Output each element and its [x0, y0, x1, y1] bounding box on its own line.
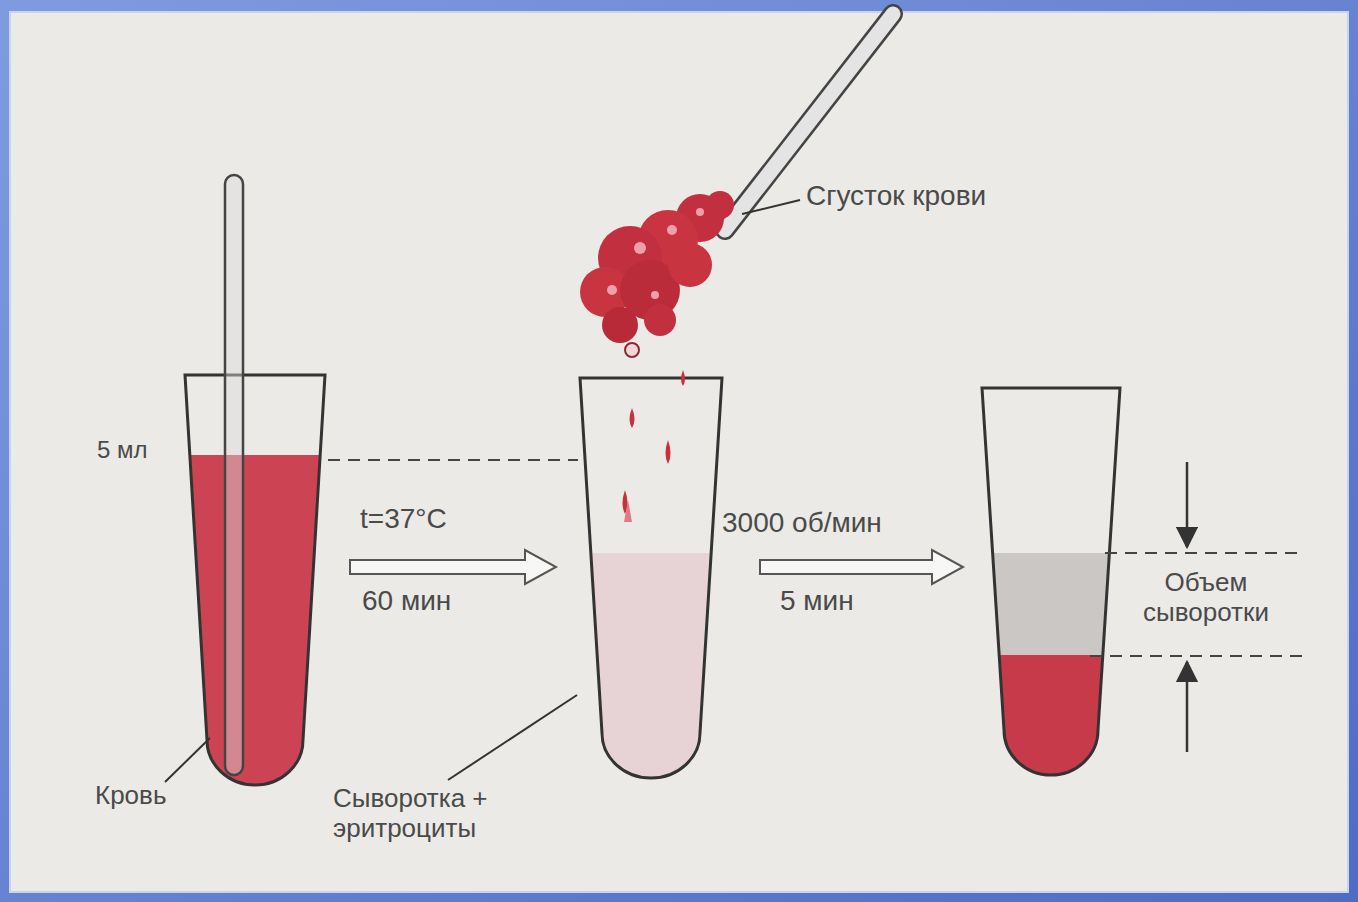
- leader-line: [448, 695, 577, 780]
- leader-line: [165, 738, 210, 782]
- process-arrow: [760, 550, 963, 584]
- part-label: Кровь: [95, 781, 166, 811]
- speed-label: 3000 об/мин: [722, 507, 882, 539]
- dimension-arrow: [1186, 662, 1189, 752]
- leader-line: [742, 200, 800, 214]
- time-label: 5 мин: [780, 585, 854, 617]
- level-line: [1105, 552, 1300, 554]
- tube-serum: [560, 370, 760, 793]
- panel: [10, 12, 1348, 892]
- level-line: [1090, 655, 1310, 657]
- process-arrow: [350, 550, 556, 584]
- level-line: [328, 459, 578, 461]
- part-label: Сыворотка + эритроциты: [333, 784, 563, 844]
- tube-centrifuged: [960, 388, 1160, 795]
- time-label: 60 мин: [362, 585, 451, 617]
- volume-label: 5 мл: [97, 436, 148, 464]
- dimension-arrow: [1186, 462, 1189, 547]
- tube-blood: [150, 175, 350, 795]
- temperature-label: t=37°C: [360, 503, 447, 535]
- part-label: Сгусток крови: [806, 180, 986, 212]
- dimension-label: Объем сыворотки: [1112, 568, 1300, 628]
